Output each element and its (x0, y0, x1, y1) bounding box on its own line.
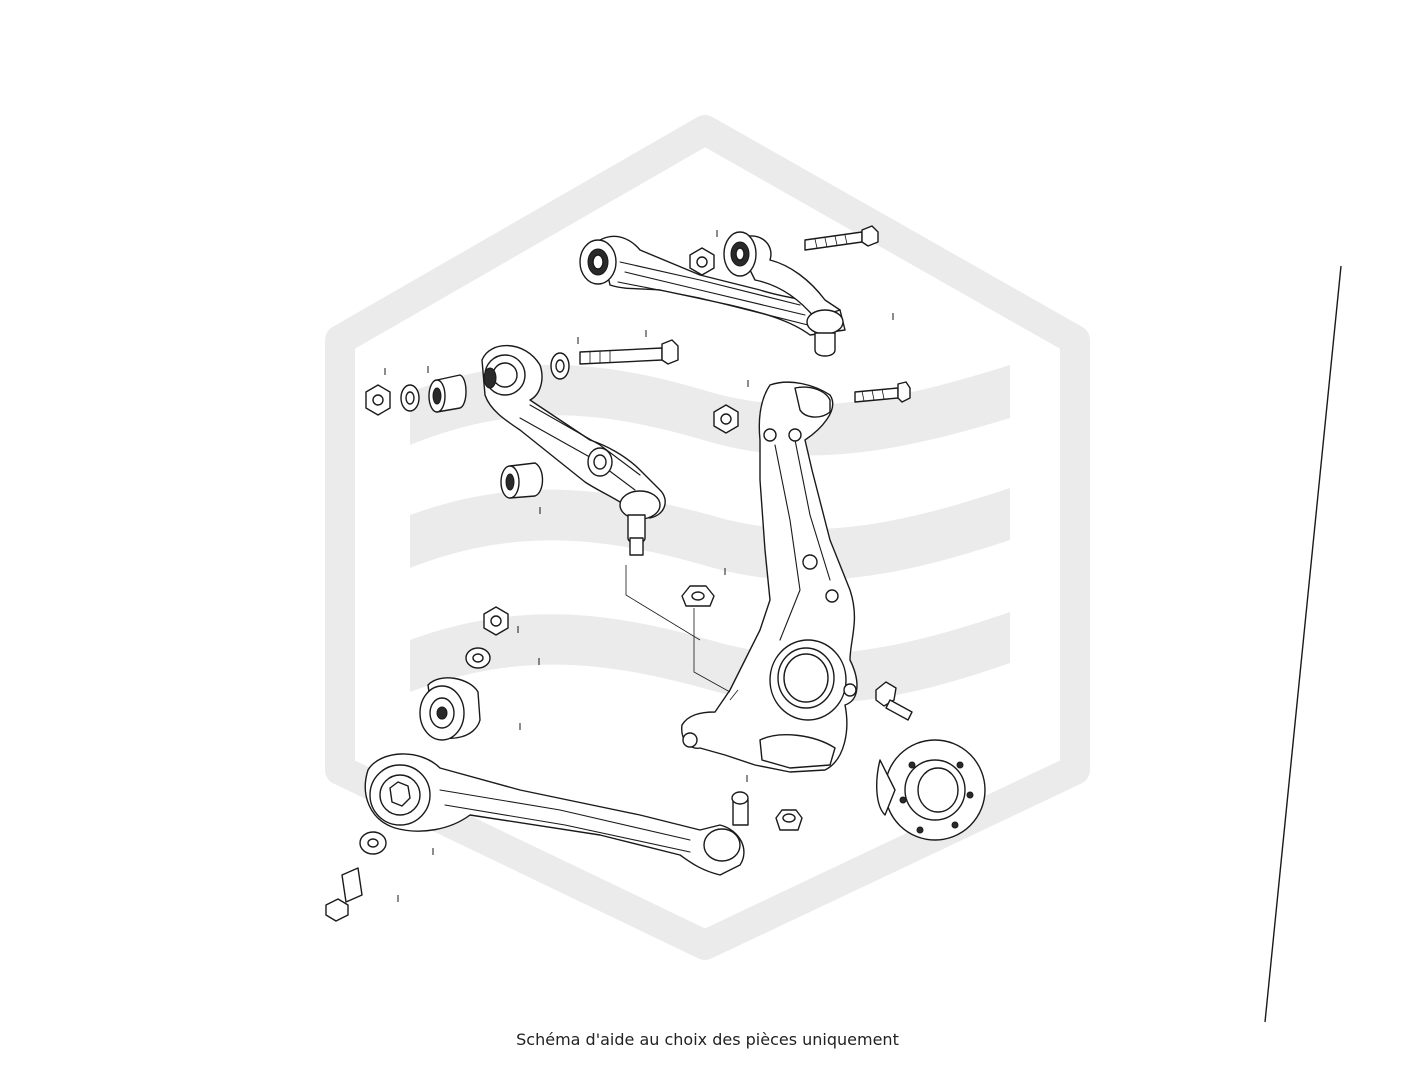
steering-knuckle (681, 381, 858, 773)
diagram-caption: Schéma d'aide au choix des pièces unique… (516, 1030, 899, 1049)
lower-arm-washer (359, 647, 491, 855)
front-lower-arm (481, 344, 666, 556)
front-lower-arm-rear-bushing (500, 462, 544, 499)
ball-joint-nut (681, 585, 715, 607)
wheel-hub-bearing (876, 739, 986, 841)
knuckle-pinch-bolt (854, 381, 911, 403)
leader-lines (625, 565, 739, 701)
front-lower-arm-washer (400, 352, 570, 412)
frame-line (1264, 265, 1342, 1023)
front-lower-arm-nut (365, 384, 391, 416)
lower-arm-bolt (325, 867, 363, 922)
callout-ticks (384, 230, 894, 902)
front-lower-arm-bushing (428, 374, 467, 413)
front-lower-arm-bolt (579, 339, 679, 365)
lower-arm-nut (483, 606, 509, 636)
watermark-logo (325, 115, 1090, 960)
hub-bolt (875, 681, 913, 721)
upper-arm-nut (689, 247, 715, 276)
lower-arm-bushing (419, 677, 481, 741)
lower-arm-ball-joint-nut (775, 809, 803, 831)
upper-arm-bolt (804, 225, 879, 251)
upper-control-arm (579, 231, 846, 357)
knuckle-nut (713, 404, 739, 434)
lower-control-arm (364, 753, 749, 876)
